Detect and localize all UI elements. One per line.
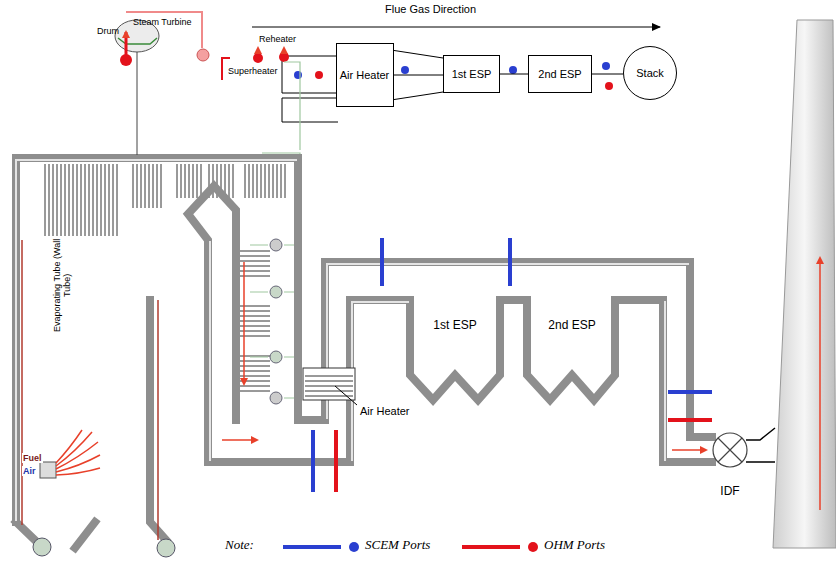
- equipment-label: 1st ESP: [433, 319, 476, 332]
- induced-draft-fan: IDF: [708, 432, 752, 498]
- esp-unit: 2nd ESP: [537, 316, 607, 336]
- legend-text: OHM Ports: [544, 538, 605, 553]
- esp-box: 2nd ESP: [528, 55, 592, 93]
- note-heading: Note:: [225, 538, 254, 553]
- part-name: Superheater: [228, 66, 278, 76]
- legend-swatch: [283, 541, 361, 553]
- equipment-label: Air Heater: [340, 69, 390, 81]
- swatch-dot: [349, 542, 359, 552]
- part-name: Drum: [97, 26, 119, 36]
- esp-box: 1st ESP: [443, 55, 500, 93]
- equipment-label: 2nd ESP: [548, 319, 595, 332]
- input-name: Fuel: [22, 453, 43, 463]
- equipment-label: 1st ESP: [452, 68, 492, 80]
- esp-unit: 1st ESP: [420, 316, 490, 336]
- air-heater-box: Air Heater: [336, 43, 394, 107]
- swatch-line: [283, 545, 341, 549]
- equipment-label: IDF: [720, 485, 739, 498]
- legend-swatch: [462, 541, 540, 553]
- swatch-dot: [528, 542, 538, 552]
- fan-symbol: [708, 432, 752, 470]
- duct-connector: [500, 74, 528, 75]
- legend-text: SCEM Ports: [365, 538, 430, 553]
- part-name: Evaporating Tube (Wall Tube): [52, 235, 73, 335]
- part-name: Reheater: [259, 34, 296, 44]
- duct-connector: [592, 74, 623, 75]
- duct-connector: [394, 75, 444, 76]
- part-name: Steam Turbine: [133, 17, 192, 27]
- swatch-line: [462, 545, 520, 549]
- equipment-label: Stack: [636, 67, 664, 79]
- equipment-label: 2nd ESP: [538, 68, 581, 80]
- part-name: Air Heater: [360, 405, 410, 418]
- flow-caption: Flue Gas Direction: [385, 3, 476, 16]
- input-name: Air: [22, 466, 37, 476]
- stack-circle: Stack: [623, 46, 677, 100]
